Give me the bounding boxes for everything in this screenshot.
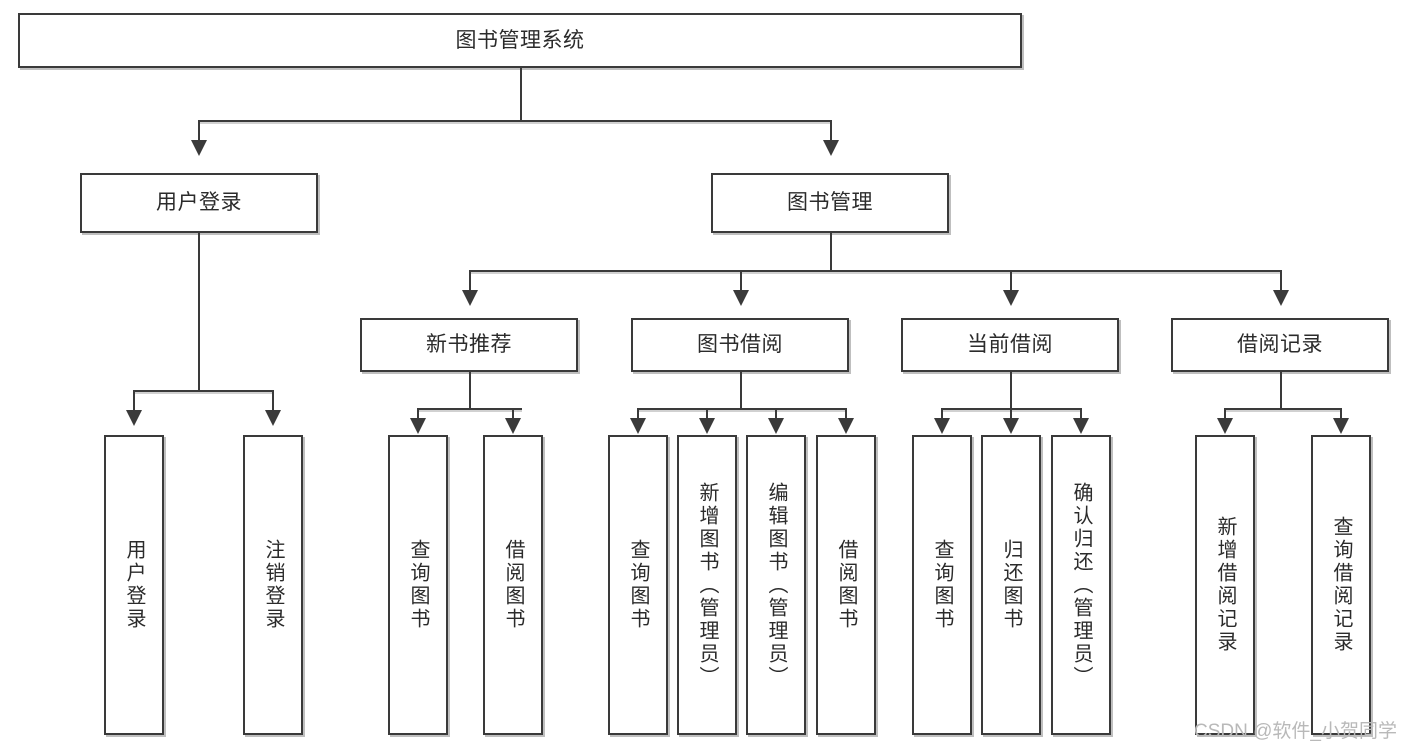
connector-current-borrow-stem: [1010, 372, 1012, 408]
connector-new-book-stem: [469, 372, 471, 408]
connector-current-borrow-drop-2: [1010, 408, 1012, 420]
connector-level2-drop-left: [198, 120, 200, 142]
arrow-to-leaf-user-login: [126, 410, 142, 426]
arrow-to-new-book: [462, 290, 478, 306]
connector-level3-drop-4: [1280, 270, 1282, 292]
connector-book-borrow-drop-1: [637, 408, 639, 420]
connector-user-login-drop-1: [133, 390, 135, 412]
arrow-to-user-login: [191, 140, 207, 156]
leaf-edit-book-admin[interactable]: 编辑图书（管理员）: [746, 435, 806, 735]
connector-level3-bus: [469, 270, 1280, 272]
node-current-borrow[interactable]: 当前借阅: [901, 318, 1119, 372]
connector-new-book-bus: [417, 408, 522, 410]
connector-book-borrow-drop-3: [775, 408, 777, 420]
connector-borrow-record-bus: [1224, 408, 1340, 410]
node-label: 图书管理系统: [455, 28, 585, 52]
arrow-to-current-borrow: [1003, 290, 1019, 306]
node-label: 新书推荐: [426, 333, 512, 357]
leaf-add-book-admin[interactable]: 新增图书（管理员）: [677, 435, 737, 735]
connector-book-borrow-drop-4: [845, 408, 847, 420]
arrow-to-leaf-edit-book: [768, 418, 784, 434]
connector-new-book-drop-1: [417, 408, 419, 420]
arrow-to-book-manage: [823, 140, 839, 156]
arrow-to-leaf-query-book-c: [934, 418, 950, 434]
connector-book-borrow-drop-2: [706, 408, 708, 420]
arrow-to-leaf-query-record: [1333, 418, 1349, 434]
leaf-add-borrow-record[interactable]: 新增借阅记录: [1195, 435, 1255, 735]
node-user-login[interactable]: 用户登录: [80, 173, 318, 233]
node-root-system[interactable]: 图书管理系统: [18, 13, 1022, 68]
node-label: 查询图书: [931, 539, 953, 631]
leaf-query-book-borrow[interactable]: 查询图书: [608, 435, 668, 735]
arrow-to-leaf-add-record: [1217, 418, 1233, 434]
arrow-to-leaf-return-book: [1003, 418, 1019, 434]
node-label: 当前借阅: [967, 333, 1053, 357]
connector-current-borrow-drop-3: [1080, 408, 1082, 420]
node-label: 用户登录: [123, 539, 145, 631]
connector-level3-drop-1: [469, 270, 471, 292]
connector-book-borrow-bus: [637, 408, 845, 410]
watermark-text: CSDN @软件_小贺同学: [1194, 721, 1397, 742]
connector-book-manage-stem: [830, 233, 832, 270]
node-label: 图书管理: [787, 191, 873, 215]
leaf-query-book-new[interactable]: 查询图书: [388, 435, 448, 735]
node-label: 新增图书（管理员）: [696, 481, 718, 689]
node-label: 查询借阅记录: [1330, 516, 1352, 654]
node-new-book-recommend[interactable]: 新书推荐: [360, 318, 578, 372]
connector-new-book-drop-2: [512, 408, 514, 420]
arrow-to-leaf-query-book-b: [630, 418, 646, 434]
leaf-query-borrow-record[interactable]: 查询借阅记录: [1311, 435, 1371, 735]
leaf-return-book[interactable]: 归还图书: [981, 435, 1041, 735]
leaf-borrow-book-borrow[interactable]: 借阅图书: [816, 435, 876, 735]
node-label: 借阅图书: [835, 539, 857, 631]
leaf-borrow-book-new[interactable]: 借阅图书: [483, 435, 543, 735]
node-label: 确认归还（管理员）: [1070, 481, 1092, 689]
connector-level2-drop-right: [830, 120, 832, 142]
arrow-to-leaf-borrow-book-b: [838, 418, 854, 434]
leaf-confirm-return-admin[interactable]: 确认归还（管理员）: [1051, 435, 1111, 735]
arrow-to-leaf-logout: [265, 410, 281, 426]
node-label: 新增借阅记录: [1214, 516, 1236, 654]
connector-current-borrow-drop-1: [941, 408, 943, 420]
connector-book-borrow-stem: [740, 372, 742, 408]
node-borrow-record[interactable]: 借阅记录: [1171, 318, 1389, 372]
connector-level3-drop-2: [740, 270, 742, 292]
connector-borrow-record-drop-1: [1224, 408, 1226, 420]
connector-user-login-stem: [198, 233, 200, 390]
arrow-to-leaf-borrow-book-a: [505, 418, 521, 434]
node-label: 借阅记录: [1237, 333, 1323, 357]
connector-level3-drop-3: [1010, 270, 1012, 292]
node-book-borrow[interactable]: 图书借阅: [631, 318, 849, 372]
node-label: 编辑图书（管理员）: [765, 481, 787, 689]
arrow-to-leaf-confirm-return: [1073, 418, 1089, 434]
node-book-manage[interactable]: 图书管理: [711, 173, 949, 233]
leaf-user-login[interactable]: 用户登录: [104, 435, 164, 735]
node-label: 用户登录: [156, 191, 242, 215]
connector-borrow-record-stem: [1280, 372, 1282, 408]
arrow-to-book-borrow: [733, 290, 749, 306]
node-label: 借阅图书: [502, 539, 524, 631]
connector-borrow-record-drop-2: [1340, 408, 1342, 420]
arrow-to-borrow-record: [1273, 290, 1289, 306]
node-label: 查询图书: [627, 539, 649, 631]
connector-user-login-bus: [133, 390, 272, 392]
arrow-to-leaf-query-book-a: [410, 418, 426, 434]
leaf-query-book-current[interactable]: 查询图书: [912, 435, 972, 735]
connector-level2-bus: [198, 120, 830, 122]
node-label: 注销登录: [262, 539, 284, 631]
node-label: 查询图书: [407, 539, 429, 631]
node-label: 图书借阅: [697, 333, 783, 357]
node-label: 归还图书: [1000, 539, 1022, 631]
arrow-to-leaf-add-book: [699, 418, 715, 434]
connector-user-login-drop-2: [272, 390, 274, 412]
leaf-logout[interactable]: 注销登录: [243, 435, 303, 735]
connector-root-stem: [520, 68, 522, 120]
